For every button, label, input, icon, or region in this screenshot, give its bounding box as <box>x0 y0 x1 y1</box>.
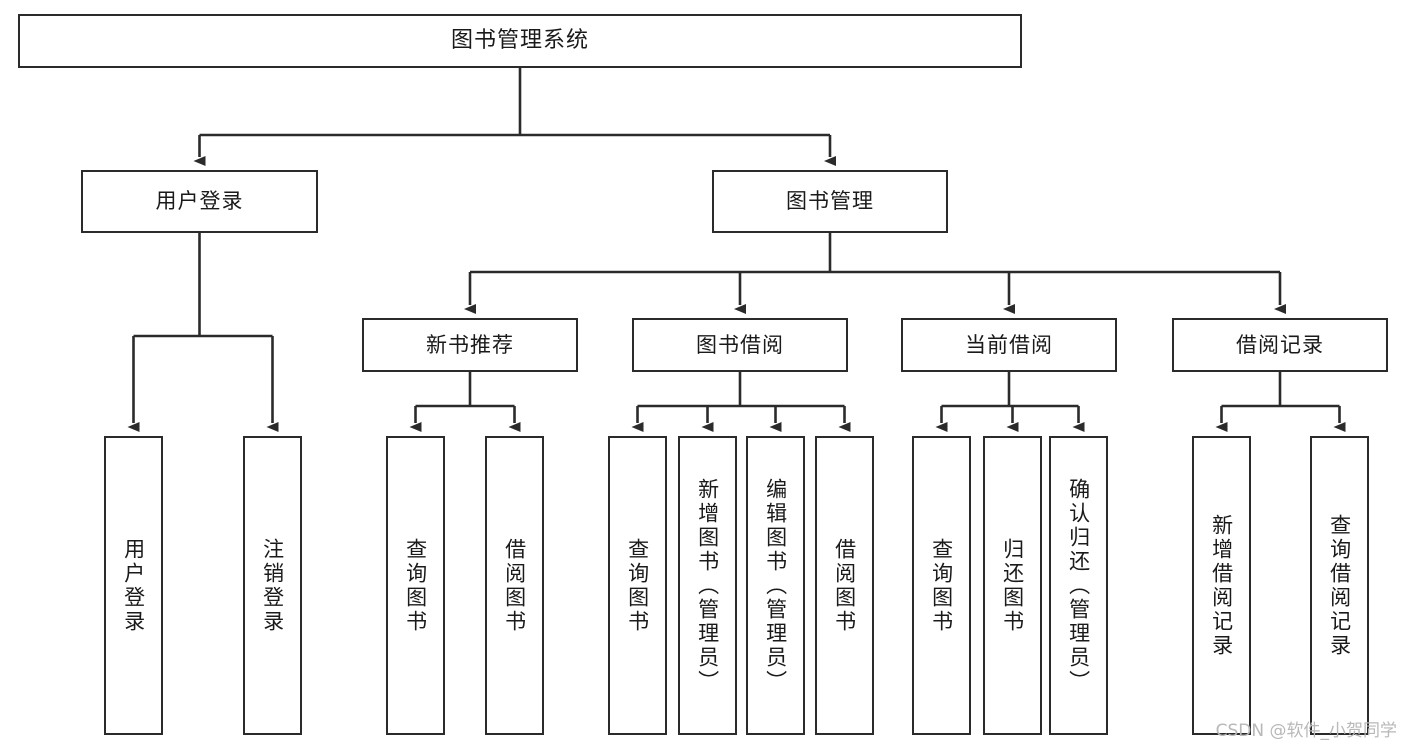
node-leaf-query-book-borrow[interactable]: 查询图书 <box>608 436 667 735</box>
node-label: 新书推荐 <box>426 332 514 357</box>
node-book-borrow[interactable]: 图书借阅 <box>632 318 848 372</box>
node-book-management[interactable]: 图书管理 <box>712 170 948 233</box>
node-label: 新增借阅记录 <box>1209 513 1234 658</box>
node-label: 确认归还（管理员） <box>1066 477 1091 694</box>
node-leaf-user-login[interactable]: 用户登录 <box>104 436 163 735</box>
node-label: 借阅记录 <box>1236 332 1324 357</box>
node-leaf-add-borrow-record[interactable]: 新增借阅记录 <box>1192 436 1251 735</box>
node-leaf-query-book-current[interactable]: 查询图书 <box>912 436 971 735</box>
node-label: 图书借阅 <box>696 332 784 357</box>
node-label: 用户登录 <box>121 537 146 634</box>
node-label: 查询图书 <box>929 537 954 634</box>
node-leaf-query-book-recommend[interactable]: 查询图书 <box>386 436 445 735</box>
node-label: 查询借阅记录 <box>1327 513 1352 658</box>
node-label: 图书管理系统 <box>450 28 589 54</box>
node-label: 查询图书 <box>625 537 650 634</box>
node-root[interactable]: 图书管理系统 <box>18 14 1022 68</box>
node-label: 用户登录 <box>155 189 244 214</box>
node-label: 借阅图书 <box>832 537 857 634</box>
node-label: 归还图书 <box>1000 537 1025 634</box>
node-leaf-return-book[interactable]: 归还图书 <box>983 436 1042 735</box>
node-label: 借阅图书 <box>502 537 527 634</box>
node-leaf-edit-book-admin[interactable]: 编辑图书（管理员） <box>746 436 805 735</box>
node-label: 新增图书（管理员） <box>695 477 720 694</box>
node-leaf-borrow-book-recommend[interactable]: 借阅图书 <box>485 436 544 735</box>
node-label: 查询图书 <box>403 537 428 634</box>
node-label: 图书管理 <box>786 189 874 214</box>
node-new-book-recommend[interactable]: 新书推荐 <box>362 318 578 372</box>
node-leaf-query-borrow-record[interactable]: 查询借阅记录 <box>1310 436 1369 735</box>
node-current-borrow[interactable]: 当前借阅 <box>901 318 1117 372</box>
node-leaf-logout[interactable]: 注销登录 <box>243 436 302 735</box>
node-leaf-borrow-book[interactable]: 借阅图书 <box>815 436 874 735</box>
node-leaf-confirm-return-admin[interactable]: 确认归还（管理员） <box>1049 436 1108 735</box>
node-label: 编辑图书（管理员） <box>763 477 788 694</box>
node-label: 注销登录 <box>260 537 285 634</box>
node-label: 当前借阅 <box>965 332 1053 357</box>
node-user-login[interactable]: 用户登录 <box>81 170 318 233</box>
node-borrow-record[interactable]: 借阅记录 <box>1172 318 1388 372</box>
node-leaf-add-book-admin[interactable]: 新增图书（管理员） <box>678 436 737 735</box>
